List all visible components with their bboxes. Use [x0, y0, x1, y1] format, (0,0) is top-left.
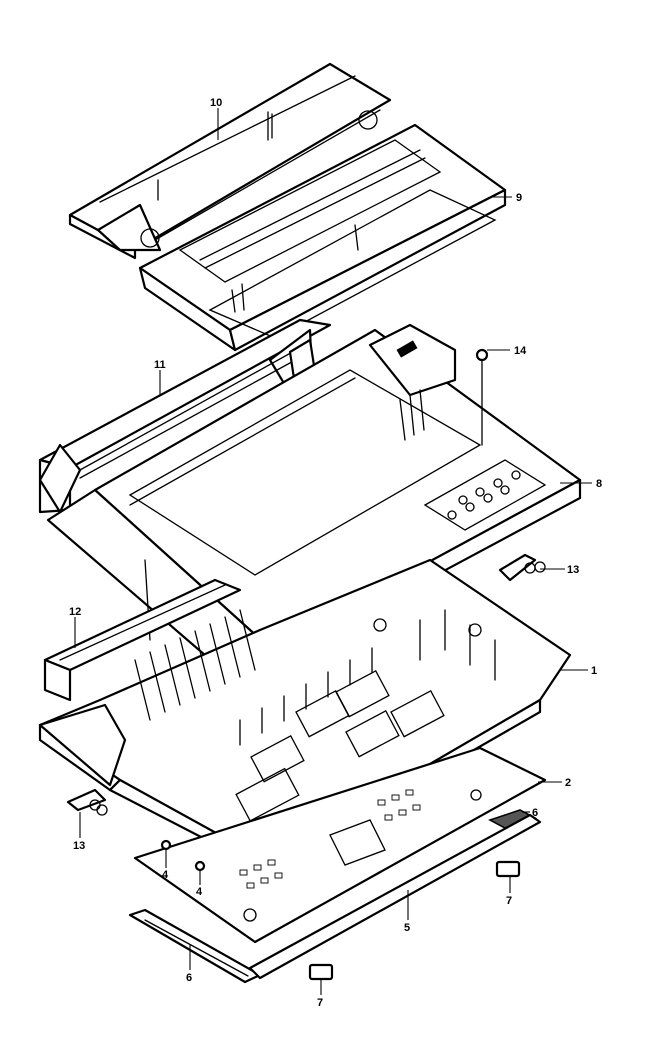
callout-10: 10	[210, 97, 222, 109]
part-14-screw	[475, 348, 489, 446]
plate-holes	[239, 789, 421, 889]
part-4-screws	[160, 839, 206, 872]
part-10-top-lid	[68, 62, 392, 260]
part-2-bottom-plate	[133, 746, 547, 944]
callout-7-left: 7	[317, 997, 323, 1009]
callout-labels: 10 9 11 14 8 13 12 1 2 6 13 4 4 5 7 6 7	[69, 97, 602, 1009]
callout-7-right: 7	[506, 895, 512, 907]
callout-4-right: 4	[196, 886, 203, 898]
callout-9: 9	[516, 192, 522, 204]
control-panel-buttons	[447, 470, 521, 520]
callout-13-left: 13	[73, 840, 85, 852]
callout-4-left: 4	[162, 869, 169, 881]
chassis-compartments	[235, 669, 445, 822]
part-13-clip-right	[498, 553, 546, 582]
callout-2: 2	[565, 777, 571, 789]
callout-11: 11	[154, 359, 166, 371]
part-5-rubber-strip-long	[248, 813, 542, 980]
callout-1: 1	[591, 665, 597, 677]
callout-14: 14	[514, 345, 527, 357]
callout-12: 12	[69, 606, 81, 618]
callout-6-right: 6	[532, 807, 538, 819]
callout-13-right: 13	[567, 564, 579, 576]
leader-lines	[74, 108, 592, 995]
part-9-upper-cover	[138, 123, 507, 352]
callout-5: 5	[404, 922, 410, 934]
part-13-clip-left	[66, 788, 108, 816]
chassis-ribs	[134, 609, 256, 721]
callout-8: 8	[596, 478, 602, 490]
part-7-feet	[308, 860, 521, 981]
part-11-rear-cover	[38, 318, 332, 514]
callout-6-left: 6	[186, 972, 192, 984]
part-12-front-strip	[43, 578, 242, 702]
chassis-posts	[239, 609, 496, 746]
